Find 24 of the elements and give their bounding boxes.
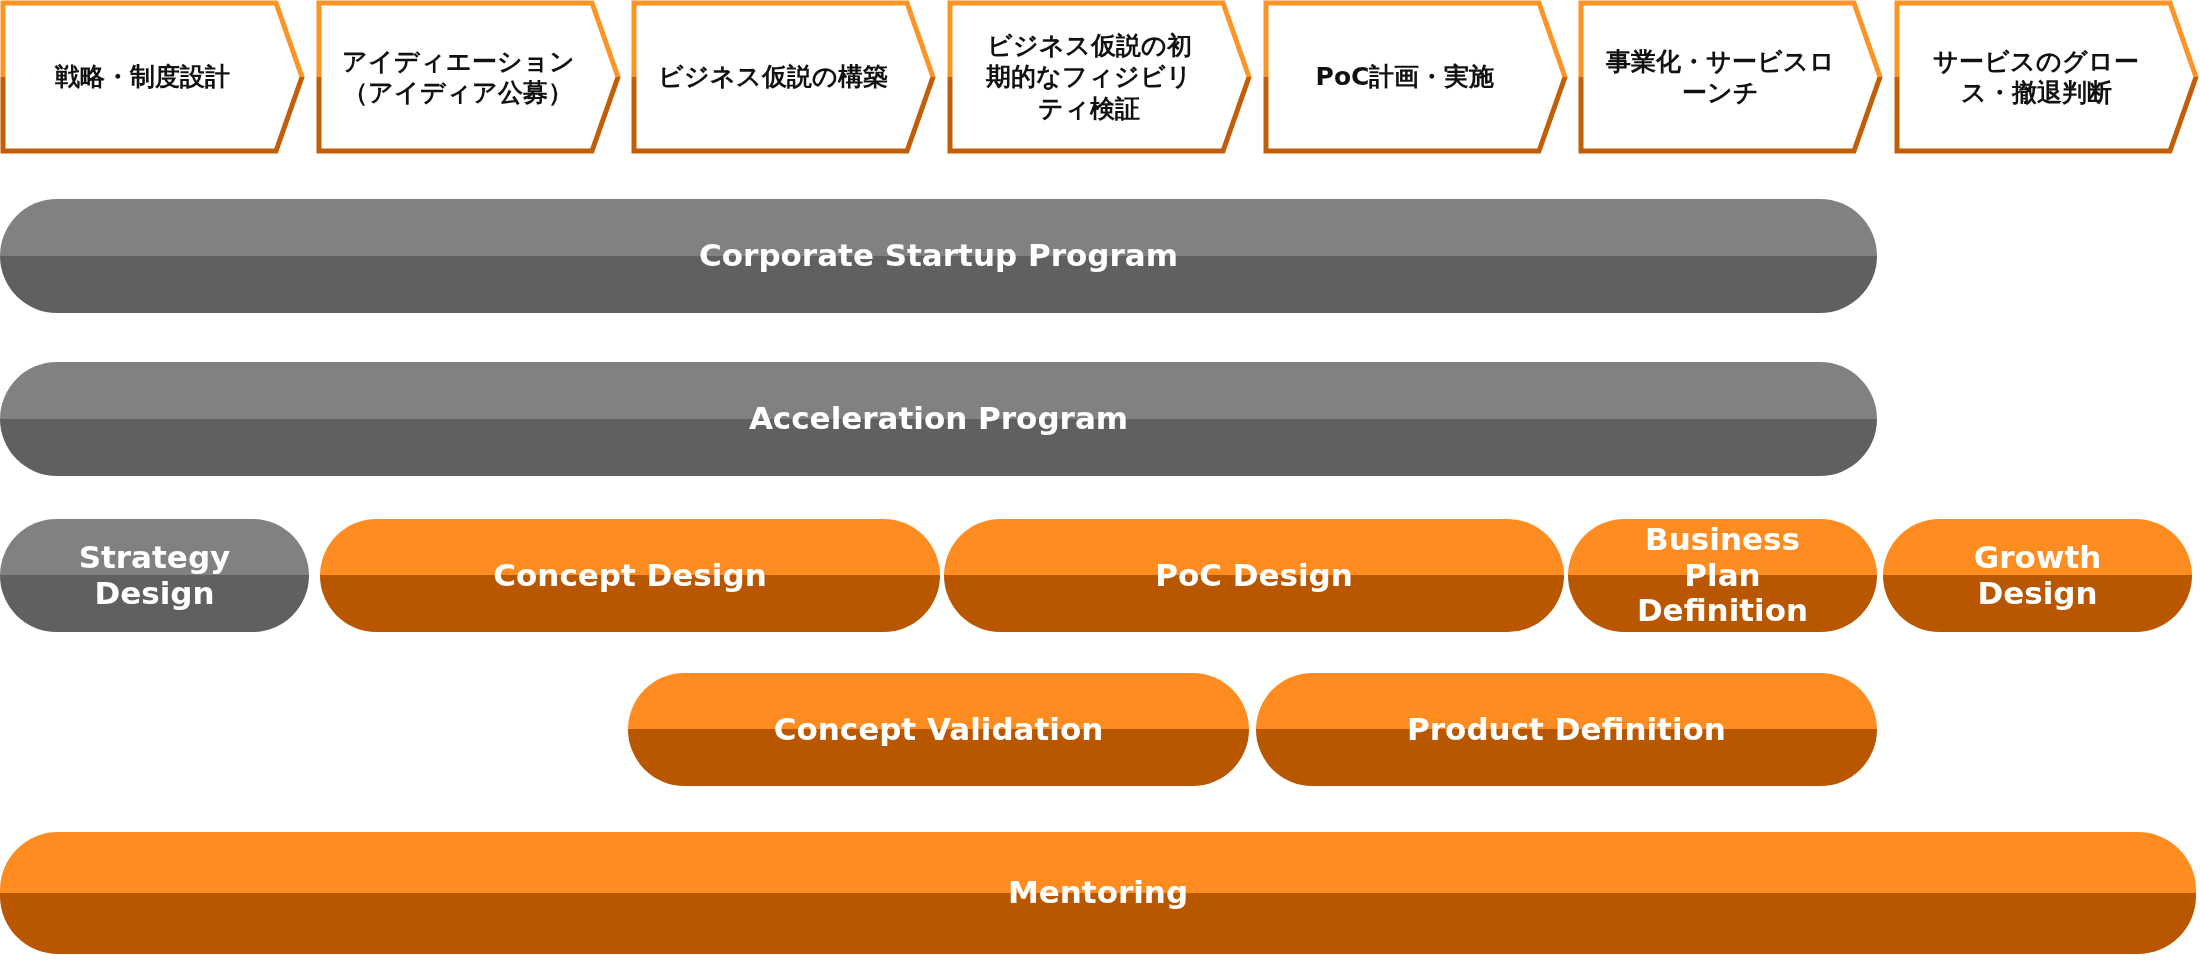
phase-label: 戦略・制度設計 [53,61,231,93]
service-bar: PoC Design [944,519,1564,632]
phase-step-box [1263,0,1569,154]
phase-step-box [316,0,622,154]
phase-step-box [631,0,937,154]
service-bar: Product Definition [1256,673,1877,786]
phase-label: 事業化・サービスローンチ [1604,45,1836,109]
phase-step-box [0,0,306,154]
program-bar: Acceleration Program [0,362,1877,476]
phase-step-box [947,0,1253,154]
phase-step-box [1894,0,2200,154]
phase-label: PoC計画・実施 [1314,61,1496,93]
service-bar: Concept Validation [628,673,1249,786]
phase-label: サービスのグロース・撤退判断 [1932,45,2140,109]
phase-label: ビジネス仮説の初期的なフィジビリティ検証 [985,30,1193,124]
phase-label: アイディエーション（アイディア公募） [340,45,576,109]
phase-step-box [1578,0,1884,154]
service-bar: Mentoring [0,832,2196,954]
phase-label: ビジネス仮説の構築 [657,61,889,93]
service-bar: Business Plan Definition [1568,519,1877,632]
program-bar: Strategy Design [0,519,309,632]
program-bar: Corporate Startup Program [0,199,1877,313]
service-bar: Growth Design [1883,519,2192,632]
service-bar: Concept Design [320,519,940,632]
